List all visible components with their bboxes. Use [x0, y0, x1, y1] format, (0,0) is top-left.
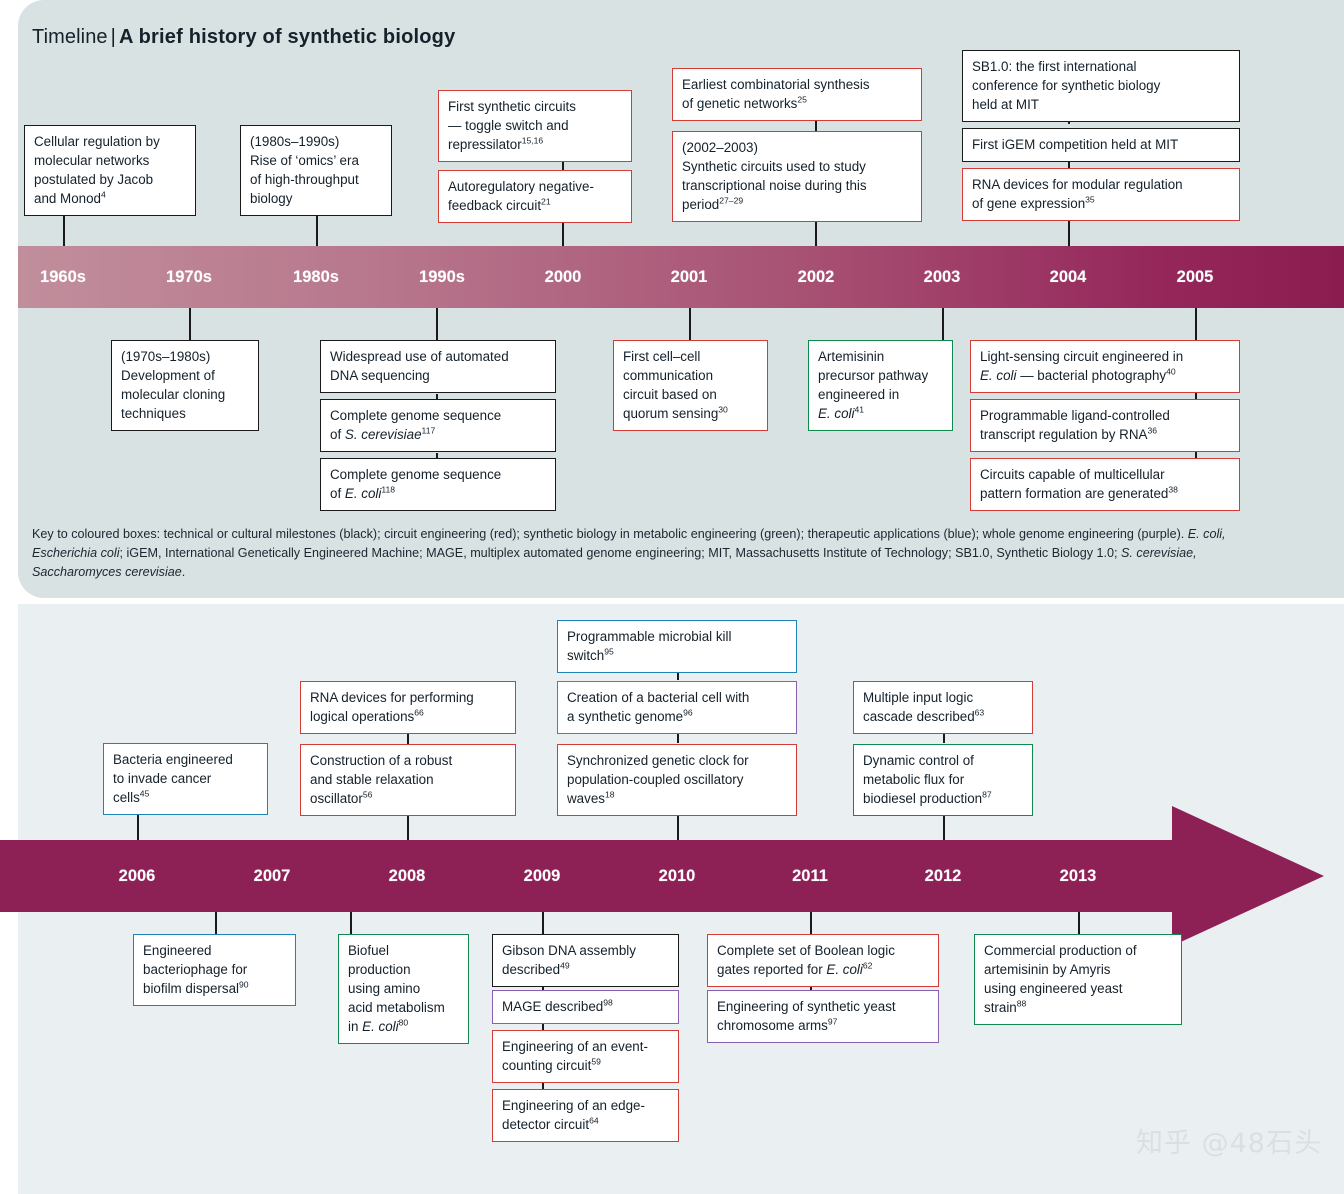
connector-line — [677, 727, 679, 743]
milestone-box: Autoregulatory negative-feedback circuit… — [438, 170, 632, 224]
connector-line — [316, 216, 318, 248]
timeline-bar-lower: 2006 2007 2008 2009 2010 2011 2012 2013 — [0, 840, 1190, 912]
connector-line — [63, 216, 65, 248]
connector-line — [815, 114, 817, 134]
year-label: 2001 — [670, 268, 708, 286]
year-label: 2011 — [792, 867, 828, 885]
connector-line — [436, 308, 438, 340]
year-label: 2013 — [1059, 867, 1097, 885]
year-label: 2008 — [388, 867, 426, 885]
milestone-box: First synthetic circuits— toggle switch … — [438, 90, 632, 163]
connector-line — [1195, 308, 1197, 340]
milestone-box: (2002–2003)Synthetic circuits used to st… — [672, 131, 922, 223]
milestone-box: Engineering of an event-counting circuit… — [492, 1030, 679, 1084]
connector-line — [677, 806, 679, 842]
connector-line — [810, 912, 812, 934]
connector-line — [407, 728, 409, 745]
connector-line — [350, 912, 352, 934]
connector-line — [943, 806, 945, 842]
legend-line-3-italic: S. cerevisiae, Saccharomyces cerevisiae — [32, 546, 1197, 580]
year-label: 1980s — [293, 268, 339, 286]
year-label: 2003 — [923, 268, 961, 286]
year-label: 2000 — [544, 268, 582, 286]
legend-line-2b: ; iGEM, International Genetically Engine… — [119, 546, 632, 561]
milestone-box: MAGE described98 — [492, 990, 679, 1025]
title-prefix: Timeline — [32, 26, 108, 48]
legend-line-1: Key to coloured boxes: technical or cult… — [32, 527, 940, 541]
title-main: A brief history of synthetic biology — [118, 26, 456, 48]
connector-line — [542, 912, 544, 934]
year-label: 2004 — [1049, 268, 1087, 286]
legend-line-3b: . — [181, 565, 186, 580]
year-label: 2007 — [253, 867, 291, 885]
legend-line-2-italic: E. coli, Escherichia coli — [32, 527, 1226, 561]
year-label: 2006 — [118, 867, 156, 885]
legend-line-2a: (blue); whole genome engineering (purple… — [943, 527, 1188, 541]
connector-line — [407, 806, 409, 842]
year-label: 2010 — [658, 867, 696, 885]
legend-line-3a: engineering; MIT, Massachusetts Institut… — [635, 546, 1122, 561]
milestone-box: Engineering of an edge-detector circuit6… — [492, 1089, 679, 1143]
legend-key: Key to coloured boxes: technical or cult… — [32, 525, 1247, 582]
connector-line — [137, 809, 139, 842]
connector-line — [562, 212, 564, 248]
connector-line — [1068, 212, 1070, 248]
connector-line — [689, 308, 691, 340]
timeline-arrow-head — [1172, 806, 1324, 946]
watermark: 知乎 @48石头 — [1136, 1128, 1322, 1159]
connector-line — [943, 728, 945, 743]
title-separator: | — [110, 26, 116, 48]
connector-line — [815, 212, 817, 248]
page-title: Timeline|A brief history of synthetic bi… — [32, 26, 455, 49]
connector-line — [215, 912, 217, 934]
year-label: 1990s — [419, 268, 465, 286]
year-label: 2005 — [1176, 268, 1214, 286]
year-label: 2012 — [924, 867, 962, 885]
year-label: 1960s — [40, 268, 86, 286]
connector-line — [1195, 392, 1197, 405]
year-label: 2002 — [797, 268, 835, 286]
connector-line — [189, 308, 191, 340]
year-label: 2009 — [523, 867, 561, 885]
milestone-box: First iGEM competition held at MIT — [962, 128, 1240, 163]
connector-line — [1078, 912, 1080, 934]
year-label: 1970s — [166, 268, 212, 286]
connector-line — [942, 308, 944, 340]
timeline-bar-upper: 1960s 1970s 1980s 1990s 2000 2001 2002 2… — [18, 246, 1344, 308]
